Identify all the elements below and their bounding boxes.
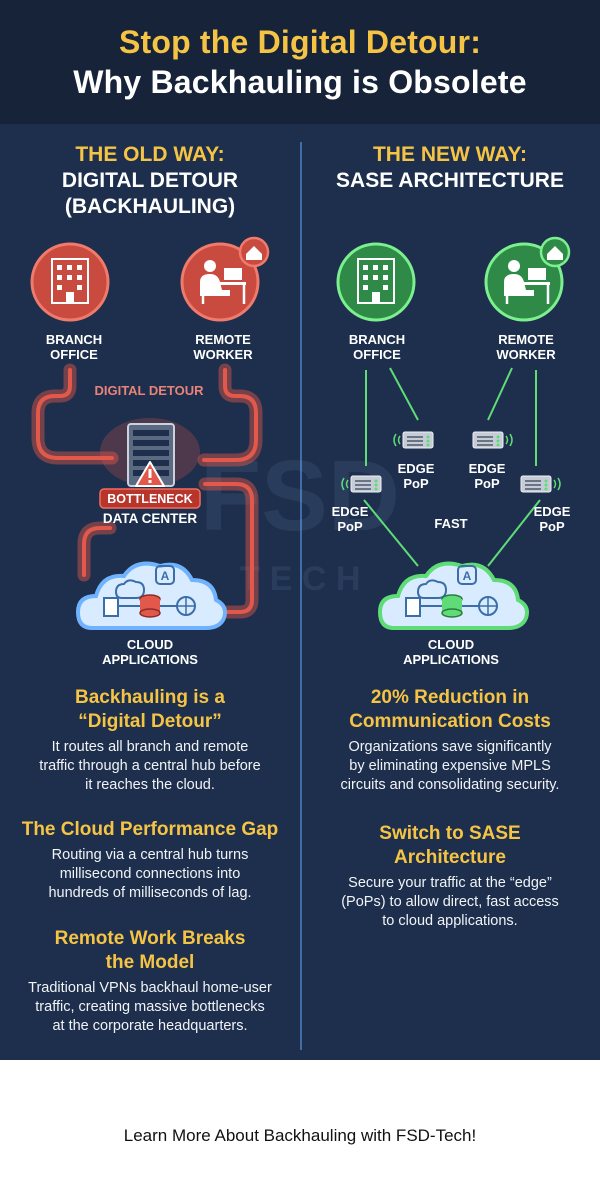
watermark: FSD T E C H [200,440,400,598]
remote-worker-icon-old [180,242,260,322]
old-way-subheading: DIGITAL DETOUR [61,169,239,192]
cloud-applications-icon-new: A [377,561,529,630]
home-icon-old [238,236,270,268]
digital-detour-path [31,363,263,619]
edge-pop-server-icon [393,431,434,449]
title-line-2: Why Backhauling is Obsolete [73,64,527,100]
data-center-server-icon [100,418,200,487]
sase-direct-connections [363,367,541,567]
footer-caption[interactable]: Learn More About Backhauling with FSD-Te… [123,1126,477,1145]
watermark-subtext: T E C H [240,560,361,598]
app-store-glyph: A [463,569,472,583]
new-way-heading: THE NEW WAY: [372,143,527,166]
fast-label: FAST [434,516,468,531]
section-body-switch-sase: Secure your traffic at the “edge”(PoPs) … [341,875,559,929]
warning-icon [135,461,165,487]
column-divider [300,142,302,1050]
network-diagram: FSD T E C H DIGITAL DETOUR [30,236,571,630]
header-banner: Stop the Digital Detour: Why Backhauling… [0,0,600,124]
home-icon-new [539,236,571,268]
branch-office-icon-new [336,242,416,322]
bottleneck-badge [99,488,201,509]
new-way-subheading: SASE ARCHITECTURE [336,169,564,192]
section-title-performance-gap: The Cloud Performance Gap [21,819,279,840]
bottleneck-label: BOTTLENECK [107,492,192,506]
remote-worker-icon-new [484,242,564,322]
old-way-heading: THE OLD WAY: [75,143,225,166]
old-way-subheading-2: (BACKHAULING) [64,195,236,218]
infographic-poster: Stop the Digital Detour: Why Backhauling… [0,0,600,1060]
data-center-label: DATA CENTER [102,511,198,526]
digital-detour-label: DIGITAL DETOUR [94,383,204,398]
cloud-applications-icon-old: A [75,561,227,630]
edge-pop-server-icon [341,475,382,493]
branch-office-icon-old [30,242,110,322]
section-title-backhauling: Backhauling is a“Digital Detour” [75,687,225,732]
edge-pop-server-icon [520,475,561,493]
title-line-1: Stop the Digital Detour: [118,24,482,60]
edge-pop-server-icon [472,431,513,449]
app-store-glyph: A [161,569,170,583]
